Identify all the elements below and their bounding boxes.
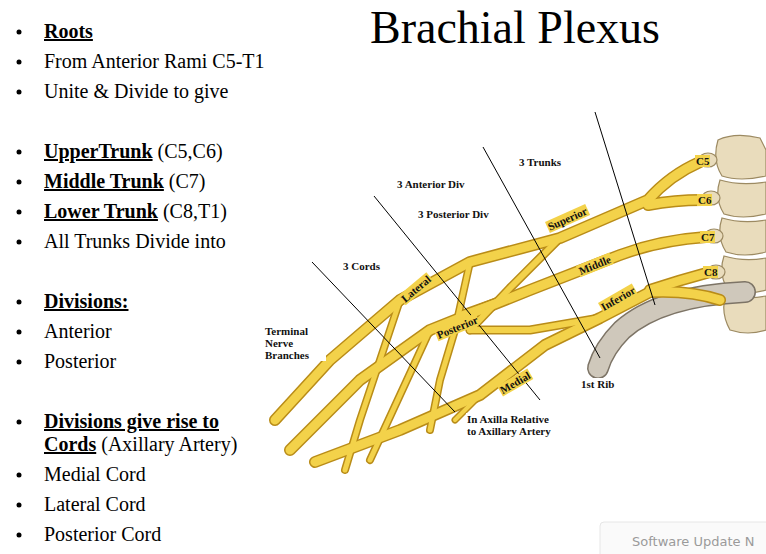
section-label: 3 Anterior Div — [396, 178, 466, 190]
list-text: Posterior — [44, 350, 116, 372]
root-label: C5 — [695, 155, 710, 167]
list-heading: Divisions: — [44, 290, 128, 312]
list-text: (C8,T1) — [163, 200, 227, 222]
list-text: Posterior Cord — [44, 523, 161, 545]
section-label: Terminal Nerve Branches — [264, 325, 326, 361]
root-label: C6 — [697, 194, 712, 206]
list-item: Roots — [44, 20, 93, 43]
list-item: Divisions give rise to Cords (Axillary A… — [44, 410, 276, 456]
root-label: C8 — [703, 266, 718, 278]
list-heading: Roots — [44, 20, 93, 42]
list-item: Posterior — [44, 350, 116, 373]
note-label: In Axilla Relative to Axillary Artery — [466, 413, 558, 437]
division-lines — [312, 112, 655, 412]
list-item: Lateral Cord — [44, 493, 146, 516]
list-item: From Anterior Rami C5-T1 — [44, 50, 265, 73]
list-item: Posterior Cord — [44, 523, 161, 546]
list-text: All Trunks Divide into — [44, 230, 226, 252]
notification-panel — [600, 522, 766, 554]
list-item: Anterior — [44, 320, 112, 343]
list-item: Lower Trunk (C8,T1) — [44, 200, 227, 223]
list-text: (C5,C6) — [158, 140, 223, 162]
watermark: Software Update N — [632, 536, 754, 548]
bullets — [17, 30, 22, 538]
bone-label: 1st Rib — [580, 378, 615, 390]
section-label: 3 Trunks — [518, 156, 562, 168]
list-heading: UpperTrunk — [44, 140, 153, 162]
list-text: Medial Cord — [44, 463, 146, 485]
list-item: Divisions: — [44, 290, 128, 313]
list-text: (C7) — [169, 170, 206, 192]
list-text: Anterior — [44, 320, 112, 342]
list-item: Unite & Divide to give — [44, 80, 228, 103]
section-label: 3 Posterior Div — [417, 208, 490, 220]
list-item: UpperTrunk (C5,C6) — [44, 140, 223, 163]
list-text: (Axillary Artery) — [101, 433, 237, 455]
list-text: Lateral Cord — [44, 493, 146, 515]
list-heading: Lower Trunk — [44, 200, 158, 222]
root-label: C7 — [700, 231, 715, 243]
list-text: From Anterior Rami C5-T1 — [44, 50, 265, 72]
nerves — [275, 162, 720, 470]
illustration-ground — [262, 108, 766, 470]
list-item: Middle Trunk (C7) — [44, 170, 206, 193]
list-item: All Trunks Divide into — [44, 230, 226, 253]
section-label: 3 Cords — [342, 260, 381, 272]
list-item: Medial Cord — [44, 463, 146, 486]
list-heading: Middle Trunk — [44, 170, 164, 192]
slide-title: Brachial Plexus — [370, 3, 660, 53]
list-text: Unite & Divide to give — [44, 80, 228, 102]
nerve-outlines — [275, 162, 720, 470]
